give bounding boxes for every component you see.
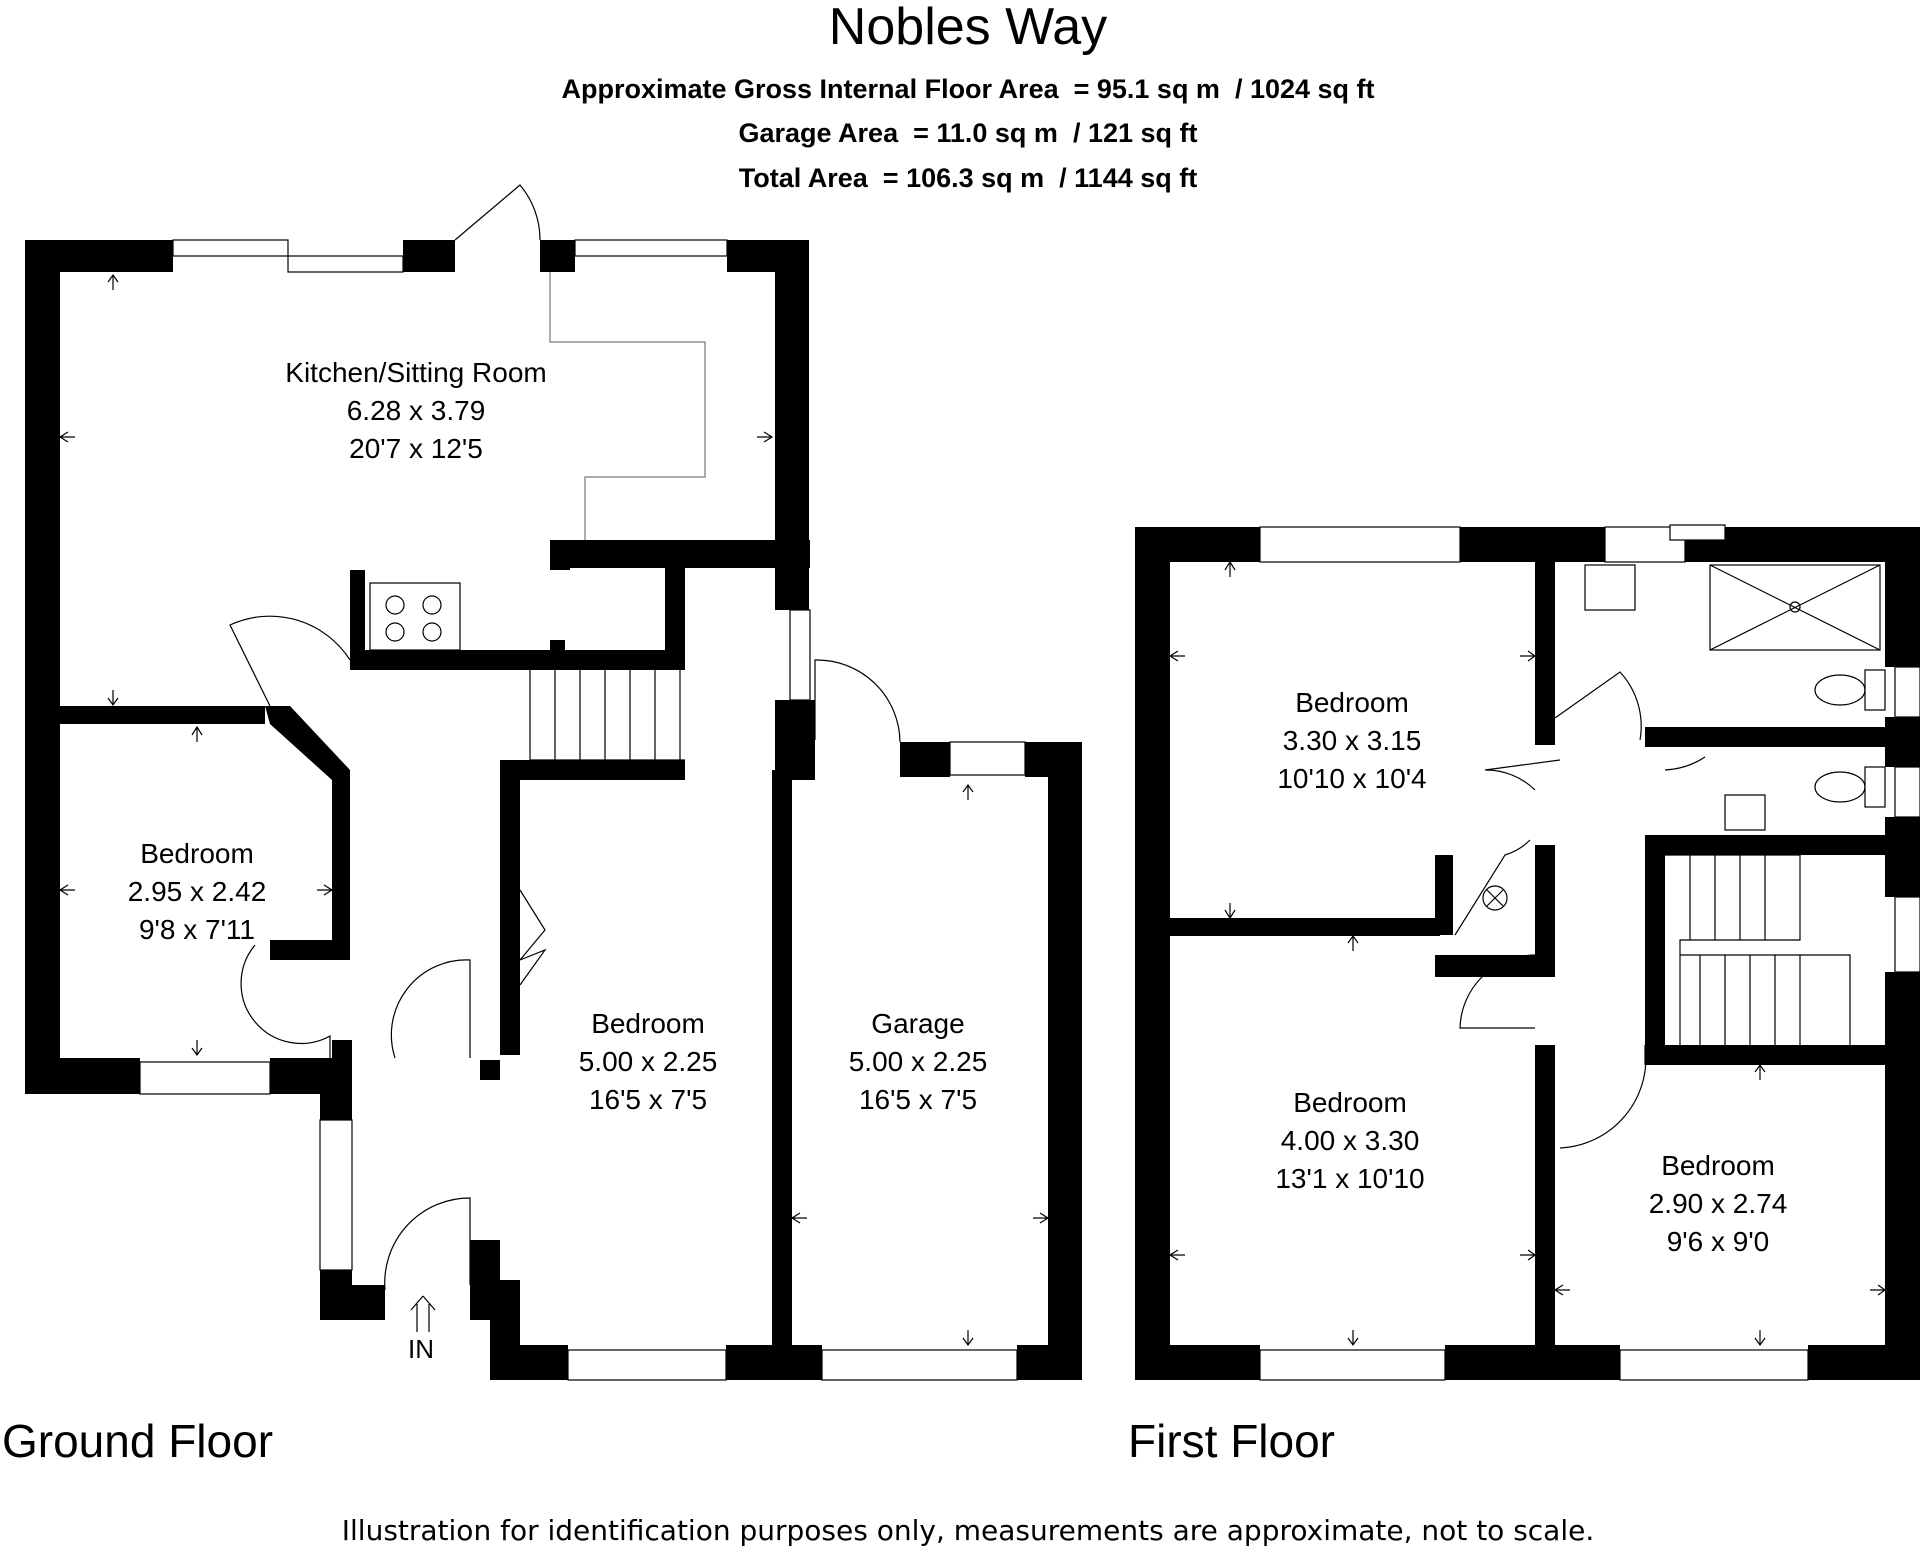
room-imperial: 13'1 x 10'10 [1275, 1163, 1424, 1194]
room-metric: 2.90 x 2.74 [1649, 1188, 1788, 1219]
room-metric: 6.28 x 3.79 [347, 395, 486, 426]
room-label-bedroom-ff-1: Bedroom 3.30 x 3.15 10'10 x 10'4 [1277, 687, 1426, 794]
room-label-bedroom-gf-2: Bedroom 5.00 x 2.25 16'5 x 7'5 [579, 1008, 718, 1115]
room-imperial: 16'5 x 7'5 [859, 1084, 977, 1115]
ground-floor-plan [25, 184, 1082, 1381]
total-area-text: Total Area = 106.3 sq m / 1144 sq ft [739, 163, 1197, 193]
room-name: Bedroom [1295, 687, 1409, 718]
room-label-bedroom-ff-2: Bedroom 4.00 x 3.30 13'1 x 10'10 [1275, 1087, 1424, 1194]
room-imperial: 9'6 x 9'0 [1667, 1226, 1770, 1257]
room-imperial: 16'5 x 7'5 [589, 1084, 707, 1115]
room-label-garage: Garage 5.00 x 2.25 16'5 x 7'5 [849, 1008, 988, 1115]
dimension-arrows [58, 273, 1887, 1347]
room-imperial: 20'7 x 12'5 [349, 433, 483, 464]
room-imperial: 10'10 x 10'4 [1277, 763, 1426, 794]
first-floor-label: First Floor [1128, 1415, 1335, 1467]
garage-area-text: Garage Area = 11.0 sq m / 121 sq ft [739, 118, 1198, 148]
room-metric: 5.00 x 2.25 [849, 1046, 988, 1077]
room-label-kitchen: Kitchen/Sitting Room 6.28 x 3.79 20'7 x … [285, 357, 546, 464]
page-title: Nobles Way [829, 0, 1107, 56]
gross-area-text: Approximate Gross Internal Floor Area = … [561, 74, 1374, 104]
room-metric: 2.95 x 2.42 [128, 876, 267, 907]
room-label-bedroom-gf-1: Bedroom 2.95 x 2.42 9'8 x 7'11 [128, 838, 267, 945]
ground-floor-label: Ground Floor [2, 1415, 273, 1467]
room-name: Kitchen/Sitting Room [285, 357, 546, 388]
room-imperial: 9'8 x 7'11 [139, 914, 255, 945]
room-metric: 3.30 x 3.15 [1283, 725, 1422, 756]
room-name: Bedroom [140, 838, 254, 869]
disclaimer-text: Illustration for identification purposes… [342, 1514, 1595, 1547]
room-name: Bedroom [1661, 1150, 1775, 1181]
room-metric: 5.00 x 2.25 [579, 1046, 718, 1077]
entrance-arrow-icon [410, 1295, 436, 1332]
room-name: Garage [871, 1008, 964, 1039]
room-name: Bedroom [591, 1008, 705, 1039]
room-label-bedroom-ff-3: Bedroom 2.90 x 2.74 9'6 x 9'0 [1649, 1150, 1788, 1257]
room-name: Bedroom [1293, 1087, 1407, 1118]
room-metric: 4.00 x 3.30 [1281, 1125, 1420, 1156]
entrance-label: IN [408, 1334, 434, 1364]
first-floor-plan [1135, 524, 1920, 1381]
